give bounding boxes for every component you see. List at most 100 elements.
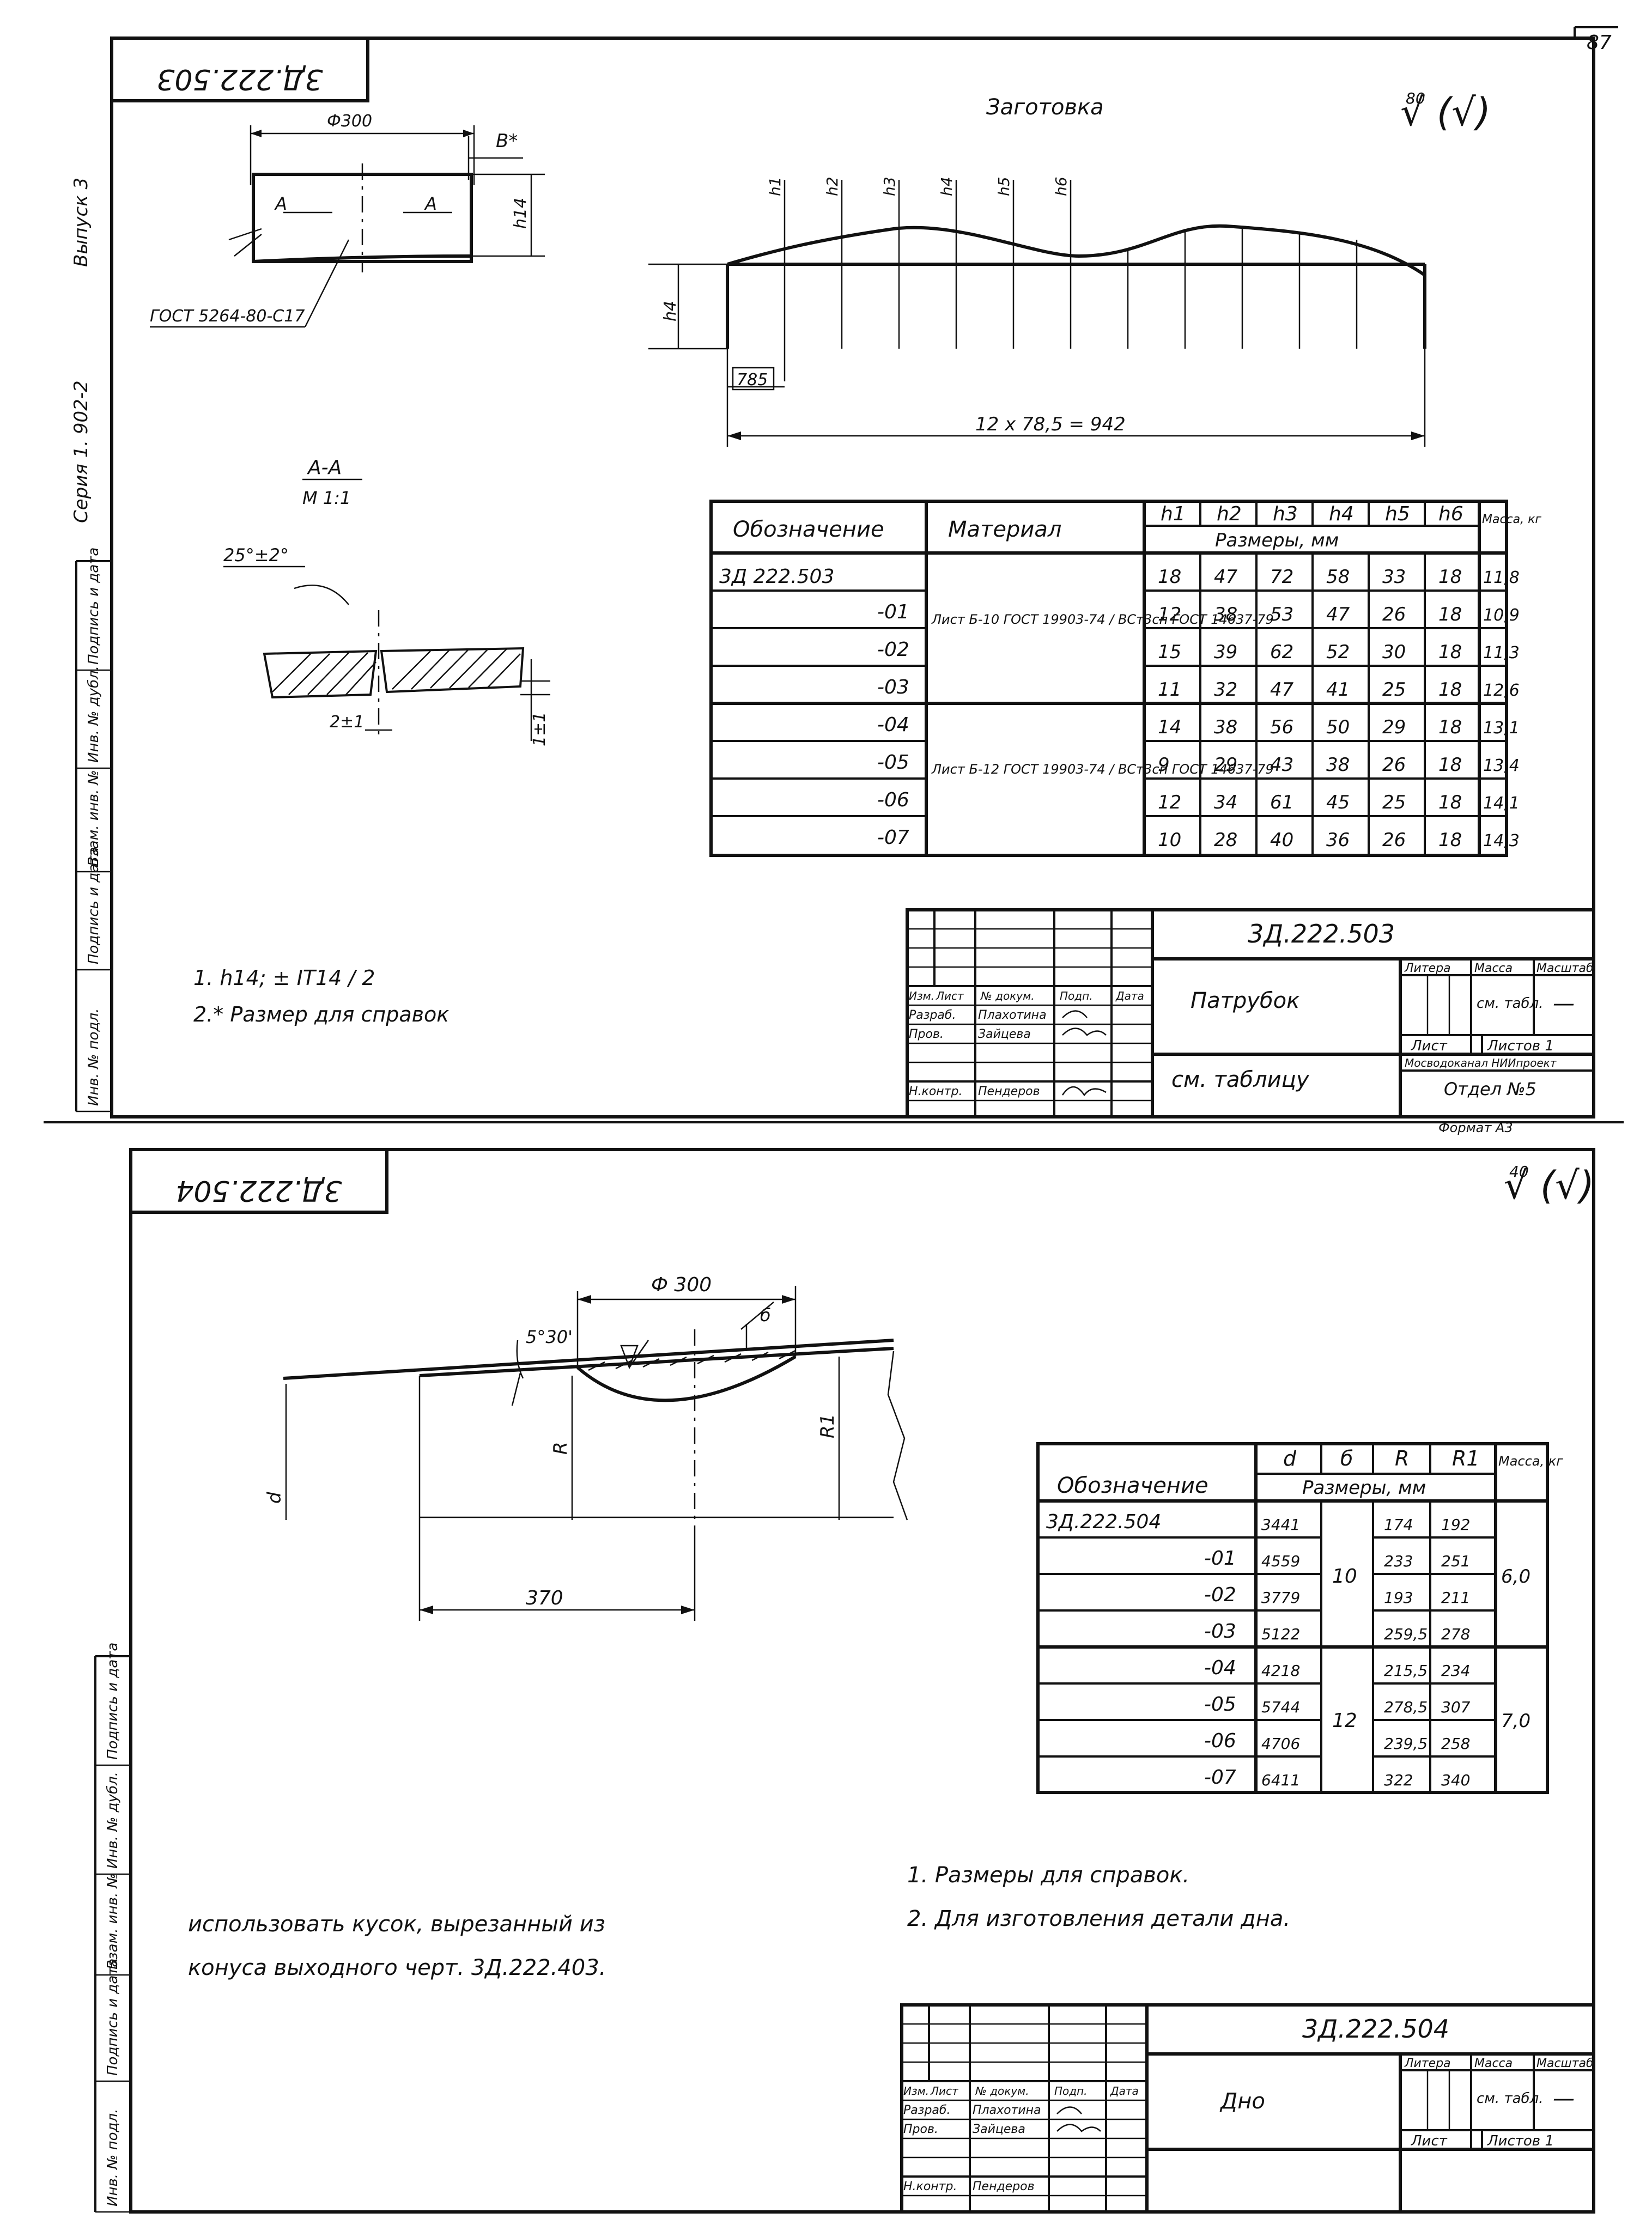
t1-row: -07 10 28 40 36 26 18 14,3 xyxy=(877,826,1520,851)
dno-d: d xyxy=(264,1492,286,1504)
tb2-litera: Литера xyxy=(1404,2057,1451,2070)
svg-text:6411: 6411 xyxy=(1261,1771,1300,1789)
stamp2-col4: Подпись и дата xyxy=(105,1959,121,2076)
svg-text:18: 18 xyxy=(1438,604,1462,625)
tb2-razrab: Разраб. xyxy=(903,2104,950,2117)
svg-text:18: 18 xyxy=(1158,566,1181,588)
tb2-izm: Изм. xyxy=(903,2084,929,2098)
svg-text:38: 38 xyxy=(1326,754,1350,776)
tb1-nkontr: Н.контр. xyxy=(909,1085,962,1098)
phi300-dim: Ф300 xyxy=(327,112,372,131)
t1-col-h1: h1 xyxy=(1161,503,1186,525)
tb2-list: Лист xyxy=(1411,2133,1448,2149)
t1-material-2: Лист Б-12 ГОСТ 19903-74 / ВСт3сп ГОСТ 14… xyxy=(931,762,1274,777)
dno-r1: R1 xyxy=(817,1414,839,1438)
t2-row: -02 3779 193 211 xyxy=(1204,1584,1470,1607)
stamp2-col2: Инв. № дубл. xyxy=(105,1772,121,1869)
sheet1-roughness-sub: 80 xyxy=(1406,89,1425,107)
tb2-lst: Лист xyxy=(930,2084,959,2098)
svg-text:18: 18 xyxy=(1438,792,1462,813)
sheet1-code-text: 3Д.222.503 xyxy=(156,63,323,95)
tb1-nkontr-name: Пендеров xyxy=(978,1085,1040,1098)
svg-text:9: 9 xyxy=(1158,754,1170,776)
svg-text:-02: -02 xyxy=(877,639,909,661)
svg-text:251: 251 xyxy=(1441,1552,1470,1570)
tb2-nkontr: Н.контр. xyxy=(903,2180,957,2193)
zag-h5: h5 xyxy=(995,177,1013,196)
sheet1-roughness: √ (√) xyxy=(1400,90,1491,135)
t1-row: -05 9 29 43 38 26 18 13,4 xyxy=(877,751,1520,776)
vypusk-label: Выпуск 3 xyxy=(70,178,92,267)
svg-text:3Д.222.504: 3Д.222.504 xyxy=(1046,1511,1161,1533)
tb2-masshtab: Масштаб xyxy=(1536,2057,1594,2070)
svg-text:56: 56 xyxy=(1270,716,1293,738)
usage-note-1: использовать кусок, вырезанный из xyxy=(188,1912,605,1937)
tb2-ndok: № докум. xyxy=(975,2084,1029,2098)
svg-text:258: 258 xyxy=(1441,1735,1470,1753)
section-angle: 25°±2° xyxy=(223,545,289,566)
zag-h2: h2 xyxy=(823,177,841,196)
svg-text:-01: -01 xyxy=(877,601,909,623)
svg-text:-05: -05 xyxy=(1204,1693,1236,1716)
svg-text:322: 322 xyxy=(1384,1771,1413,1789)
svg-text:47: 47 xyxy=(1214,566,1238,588)
svg-text:36: 36 xyxy=(1326,829,1350,851)
svg-text:10,9: 10,9 xyxy=(1483,606,1520,625)
svg-text:-06: -06 xyxy=(877,789,909,811)
svg-text:72: 72 xyxy=(1270,566,1293,588)
dno-r: R xyxy=(550,1442,572,1455)
svg-text:30: 30 xyxy=(1382,641,1406,663)
tb2-razrab-name: Плахотина xyxy=(973,2104,1041,2117)
svg-text:-04: -04 xyxy=(1204,1657,1236,1679)
stamp1-col4: Подпись и дата xyxy=(86,847,102,964)
svg-text:41: 41 xyxy=(1326,679,1350,701)
svg-text:4559: 4559 xyxy=(1261,1552,1300,1570)
svg-text:39: 39 xyxy=(1214,641,1237,663)
sheet2-note-2: 2. Для изготовления детали дна. xyxy=(907,1906,1290,1931)
usage-note-2: конуса выходного черт. 3Д.222.403. xyxy=(188,1955,606,1980)
svg-text:61: 61 xyxy=(1270,792,1293,813)
t2-col-mass: Масса, кг xyxy=(1498,1454,1563,1469)
t2-b-group-1: 10 xyxy=(1332,1565,1357,1588)
stamp1-col2: Инв. № дубл. xyxy=(86,666,102,763)
tb1-prov: Пров. xyxy=(909,1028,944,1041)
d785-dim: 785 xyxy=(737,370,768,390)
svg-text:13,1: 13,1 xyxy=(1483,719,1520,738)
dno-view: Ф 300 б 5°30' R R1 d 370 xyxy=(264,1274,908,1621)
t1-col-sizes: Размеры, мм xyxy=(1215,530,1339,551)
t2-mass-group-2: 7,0 xyxy=(1501,1710,1530,1732)
tb2-podp: Подп. xyxy=(1054,2084,1088,2098)
t2-row: -07 6411 322 340 xyxy=(1204,1766,1470,1789)
svg-text:-02: -02 xyxy=(1204,1584,1236,1606)
svg-text:193: 193 xyxy=(1384,1589,1413,1607)
svg-text:18: 18 xyxy=(1438,754,1462,776)
page-number: 87 xyxy=(1587,32,1612,54)
sheet2-table: Обозначение d б R R1 Размеры, мм Масса, … xyxy=(1036,1442,1563,1794)
t1-col-material: Материал xyxy=(948,517,1061,542)
section-gap: 2±1 xyxy=(330,713,364,732)
t1-row: -03 11 32 47 41 25 18 12,6 xyxy=(877,676,1520,701)
svg-text:14: 14 xyxy=(1158,716,1181,738)
zag-h6: h6 xyxy=(1052,177,1070,196)
h4-dim: h4 xyxy=(661,301,680,321)
t2-row: -03 5122 259,5 278 xyxy=(1204,1620,1470,1643)
svg-text:40: 40 xyxy=(1270,829,1293,851)
svg-text:18: 18 xyxy=(1438,679,1462,701)
zagotovka-title: Заготовка xyxy=(986,95,1104,120)
svg-text:215,5: 215,5 xyxy=(1384,1662,1428,1680)
t1-col-h2: h2 xyxy=(1217,503,1242,525)
svg-text:340: 340 xyxy=(1441,1771,1470,1789)
a-mark-left: А xyxy=(274,193,287,214)
svg-text:-07: -07 xyxy=(877,826,909,849)
svg-text:12,6: 12,6 xyxy=(1483,681,1520,700)
dno-phi300: Ф 300 xyxy=(651,1274,712,1296)
svg-text:18: 18 xyxy=(1438,829,1462,851)
svg-text:259,5: 259,5 xyxy=(1384,1625,1428,1643)
zag-h4: h4 xyxy=(938,177,956,196)
svg-text:234: 234 xyxy=(1441,1662,1470,1680)
svg-text:-06: -06 xyxy=(1204,1730,1236,1752)
t2-col-d: d xyxy=(1283,1446,1297,1470)
t2-col-r1: R1 xyxy=(1452,1446,1480,1470)
svg-text:233: 233 xyxy=(1384,1552,1413,1570)
svg-text:4218: 4218 xyxy=(1261,1662,1300,1680)
